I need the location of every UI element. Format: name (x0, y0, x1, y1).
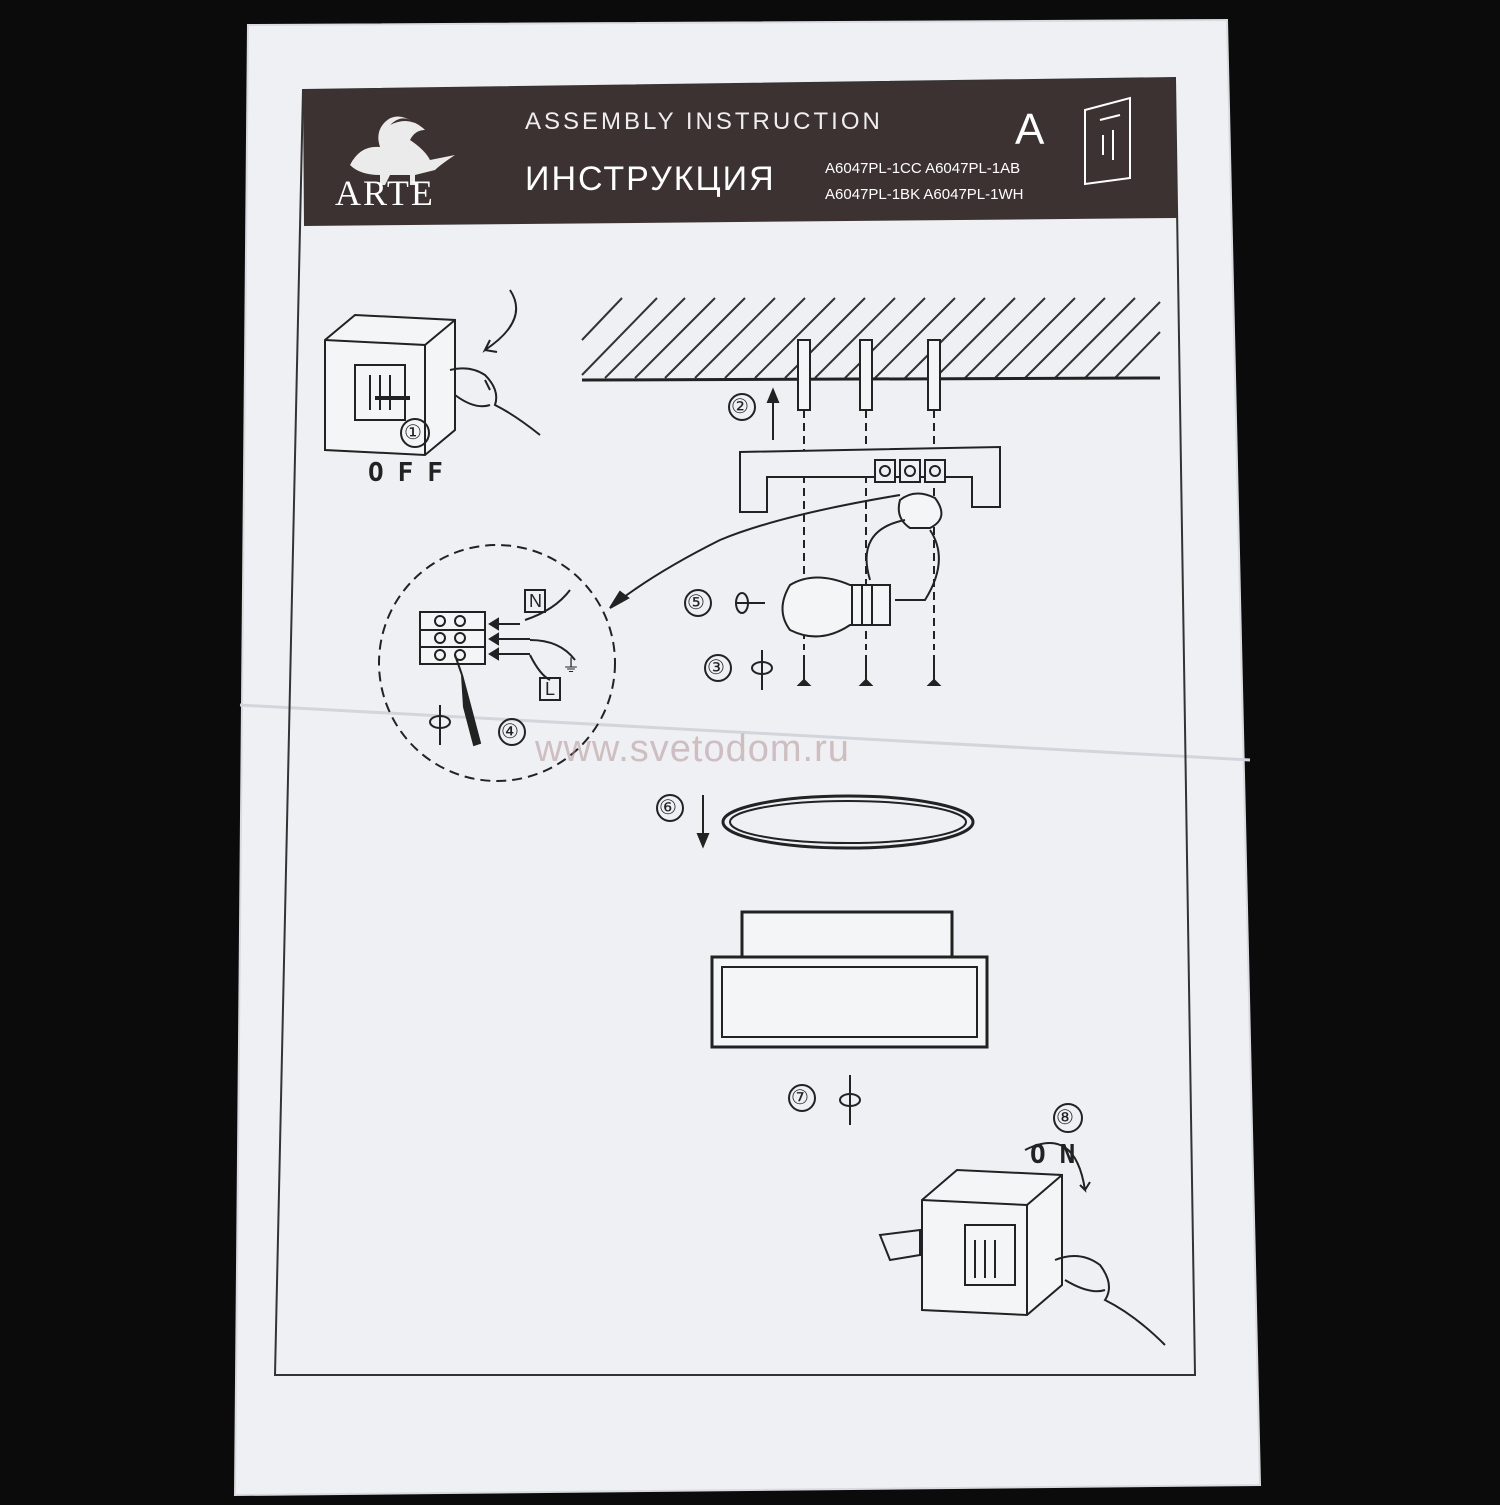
neutral-label: N (529, 591, 542, 611)
step-1-number: ① (404, 420, 422, 444)
rotate-arrow-icon (429, 592, 861, 1125)
screwdriver-icon (454, 654, 482, 747)
lion-logo-icon (350, 116, 455, 185)
model-list-row-2: A6047PL-1BK A6047PL-1WH (825, 186, 1024, 203)
cable-arrow (609, 494, 901, 609)
bulb-socket (897, 492, 943, 529)
switch-off-label: OFF (368, 458, 457, 488)
header-band (303, 78, 1177, 226)
earth-icon: ⏚ (562, 656, 580, 677)
title-russian: ИНСТРУКЦИЯ (525, 160, 776, 198)
step-4-number: ④ (501, 719, 519, 743)
terminal-block (419, 611, 486, 665)
wiring-detail-circle (378, 544, 616, 782)
curved-arrow-icon (482, 289, 518, 353)
paper-sheet (233, 18, 1262, 1497)
step-6-number: ⑥ (659, 795, 677, 819)
curved-arrow-up-icon (1024, 1142, 1091, 1193)
mounting-bracket (739, 445, 1001, 513)
step-circles (400, 393, 1083, 1133)
step-7-number: ⑦ (791, 1085, 809, 1109)
watermark: www.svetodom.ru (535, 728, 850, 770)
switch-on-label: ON (1030, 1140, 1090, 1170)
info-manual-icon (1084, 96, 1131, 186)
hand-on-icon (1054, 1255, 1166, 1346)
title-english: ASSEMBLY INSTRUCTION (525, 108, 883, 135)
step-5-number: ⑤ (687, 590, 705, 614)
step-3-number: ③ (707, 655, 725, 679)
variant-letter: A (1015, 105, 1045, 154)
shade-icon (710, 910, 989, 1049)
wire-arrows (488, 617, 530, 661)
hand-icon (449, 367, 541, 436)
brand-logo-text: ARTE (335, 173, 435, 213)
step-2-number: ② (731, 394, 749, 418)
up-arrow-icon (766, 387, 780, 440)
bulb-icon (781, 576, 891, 638)
screws (796, 655, 942, 686)
breaker-box-on-icon (878, 1168, 1063, 1317)
live-label: L (545, 679, 556, 699)
down-arrow-icon (696, 795, 710, 849)
fold-line (239, 703, 1251, 762)
live-box (539, 677, 561, 701)
neutral-box (524, 589, 546, 613)
step-8-number: ⑧ (1056, 1105, 1074, 1129)
wire-strands (524, 589, 576, 681)
ring-icon (721, 794, 975, 850)
wires (865, 519, 940, 601)
model-list-row-1: A6047PL-1CC A6047PL-1AB (825, 160, 1021, 177)
breaker-box-icon (324, 313, 456, 457)
